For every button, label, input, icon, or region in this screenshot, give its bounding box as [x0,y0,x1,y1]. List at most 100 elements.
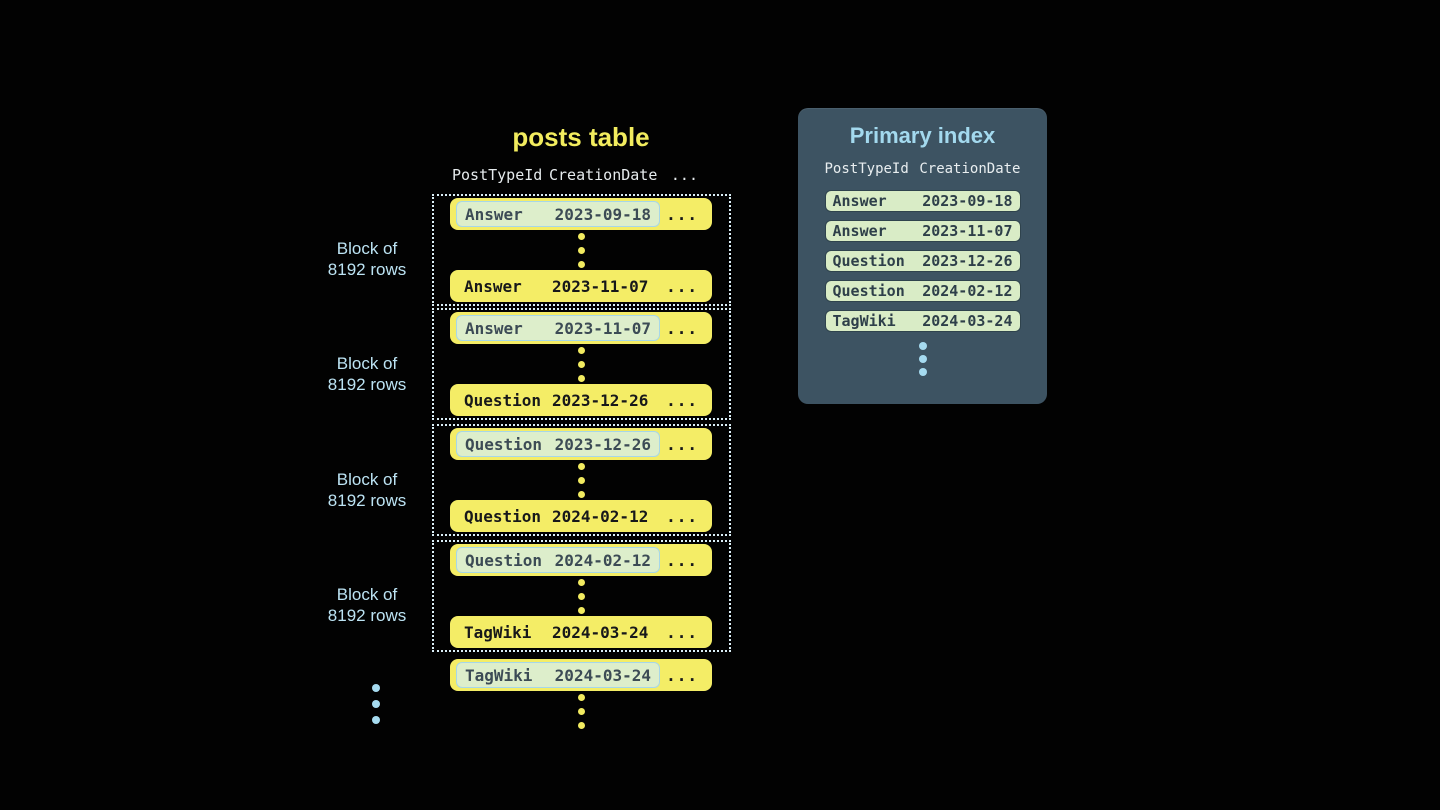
table-row: TagWiki 2024-03-24 ... [450,616,712,648]
cell-creationdate: 2024-02-12 [554,550,651,570]
dot [918,368,927,376]
primary-index-rows: Answer 2023-09-18 Answer 2023-11-07 Ques… [824,190,1021,332]
table-row: Question 2023-12-26 ... [450,384,712,416]
rows-ellipsis-dots [450,232,712,268]
cell-creationdate: 2024-03-24 [554,665,651,685]
index-key-highlight: Answer 2023-11-07 [456,315,660,341]
cell-creationdate: 2024-03-24 [922,312,1013,330]
block-label-line2: 8192 rows [327,606,407,625]
dot [577,246,585,254]
block-label: Block of 8192 rows [292,353,442,395]
dot [577,374,585,382]
dot [372,700,380,708]
block-label-line1: Block of [336,470,398,489]
dot [577,346,585,354]
table-row: TagWiki 2024-03-24 ... [450,659,712,691]
table-row: Question 2024-02-12 ... [450,544,712,576]
cell-creationdate: 2023-11-07 [552,276,649,296]
table-row: Question 2024-02-12 ... [450,500,712,532]
row-block: Answer 2023-11-07 ... Question 2023-12-2… [432,308,731,420]
cell-creationdate: 2023-12-26 [554,434,651,454]
rows-ellipsis-dots [450,346,712,382]
cell-more-columns: ... [666,622,698,642]
block-label: Block of 8192 rows [292,238,442,280]
cell-posttypeid: Question [464,506,542,526]
cell-posttypeid: Answer [832,192,887,210]
dot [918,342,927,350]
dot [577,232,585,240]
primary-index-title: Primary index [849,123,996,148]
cell-more-columns: ... [666,665,698,685]
block-label-line1: Block of [336,239,398,258]
block-label: Block of 8192 rows [292,584,442,626]
dot [918,355,927,363]
index-key-highlight: Question 2023-12-26 [456,431,660,457]
column-header-posttypeid: PostTypeId [452,166,543,184]
dot [372,716,380,724]
cell-more-columns: ... [666,318,698,338]
cell-creationdate: 2024-02-12 [922,282,1013,300]
block-label-line1: Block of [336,585,398,604]
cell-creationdate: 2023-09-18 [922,192,1013,210]
rows-ellipsis-dots [450,578,712,614]
index-row: Question 2023-12-26 [824,250,1021,272]
dot [577,592,585,600]
cell-posttypeid: Question [465,550,543,570]
cell-posttypeid: Answer [465,318,523,338]
primary-index-panel: Primary index PostTypeId CreationDate An… [798,108,1047,404]
posts-table-title: posts table [512,122,650,152]
rows-ellipsis-dots [450,462,712,498]
dot [577,606,585,614]
cell-creationdate: 2023-12-26 [922,252,1013,270]
dot [577,360,585,368]
index-row: TagWiki 2024-03-24 [824,310,1021,332]
more-index-rows-ellipsis-dots [918,342,927,376]
block-label-line2: 8192 rows [327,375,407,394]
block-label-line2: 8192 rows [327,491,407,510]
cell-posttypeid: Question [464,390,542,410]
dot [577,490,585,498]
table-row: Question 2023-12-26 ... [450,428,712,460]
cell-posttypeid: Answer [465,204,523,224]
index-key-highlight: Answer 2023-09-18 [456,201,660,227]
table-row: Answer 2023-11-07 ... [450,312,712,344]
index-row: Answer 2023-09-18 [824,190,1021,212]
column-header-more: ... [670,166,698,184]
posts-table-column-headers: PostTypeId CreationDate ... [450,166,712,184]
cell-creationdate: 2024-03-24 [552,622,649,642]
cell-more-columns: ... [666,434,698,454]
table-row: Answer 2023-11-07 ... [450,270,712,302]
column-header-posttypeid: PostTypeId [824,161,909,177]
cell-posttypeid: Question [465,434,543,454]
dot [577,260,585,268]
cell-posttypeid: Answer [832,222,887,240]
cell-posttypeid: Answer [464,276,522,296]
cell-creationdate: 2023-12-26 [552,390,649,410]
dot [577,708,585,715]
column-header-creationdate: CreationDate [549,166,658,184]
cell-posttypeid: TagWiki [832,312,896,330]
cell-more-columns: ... [666,204,698,224]
dot [577,462,585,470]
dot [372,684,380,692]
cell-posttypeid: TagWiki [465,665,533,685]
cell-posttypeid: TagWiki [464,622,532,642]
primary-index-column-headers: PostTypeId CreationDate [825,161,1021,177]
row-block: Answer 2023-09-18 ... Answer 2023-11-07 … [432,194,731,306]
row-block: Question 2023-12-26 ... Question 2024-02… [432,424,731,536]
dot [577,694,585,701]
block-label: Block of 8192 rows [292,469,442,511]
index-key-highlight: TagWiki 2024-03-24 [456,662,660,688]
column-header-creationdate: CreationDate [919,161,1021,177]
index-key-highlight: Question 2024-02-12 [456,547,660,573]
cell-creationdate: 2023-09-18 [554,204,651,224]
cell-more-columns: ... [666,390,698,410]
block-label-line2: 8192 rows [327,260,407,279]
cell-creationdate: 2024-02-12 [552,506,649,526]
more-blocks-ellipsis-dots [372,684,380,724]
cell-creationdate: 2023-11-07 [554,318,651,338]
cell-more-columns: ... [666,276,698,296]
index-row: Answer 2023-11-07 [824,220,1021,242]
dot [577,578,585,586]
dot [577,476,585,484]
